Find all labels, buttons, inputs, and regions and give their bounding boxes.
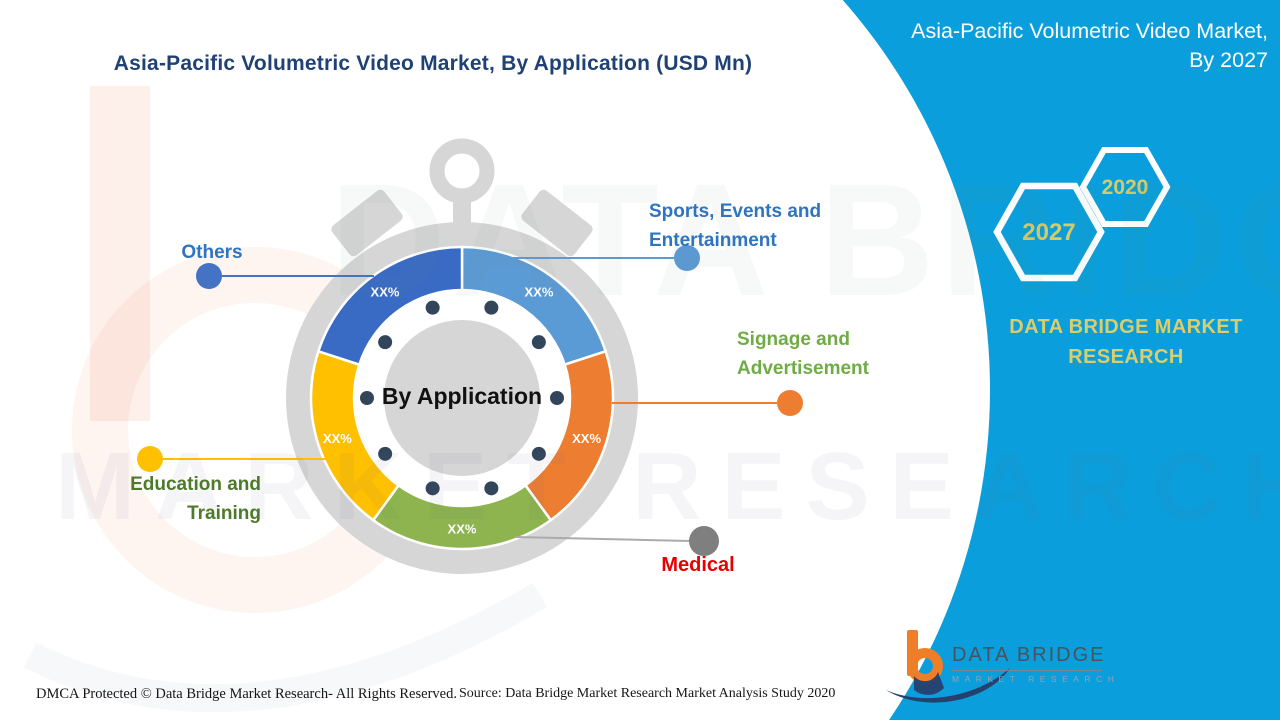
segment-value-label: XX% — [525, 285, 554, 300]
segment-value-label: XX% — [448, 522, 477, 537]
hexagon-2027-year: 2027 — [1022, 219, 1075, 246]
logo-brand-name: DATA BRIDGE — [952, 644, 1104, 671]
clock-dot — [484, 300, 499, 315]
databridge-logo-text: DATA BRIDGE MARKET RESEARCH — [952, 644, 1120, 684]
stopwatch-inner-gray-circle — [384, 320, 540, 476]
sports-callout-dot — [674, 245, 700, 271]
hexagon-2020-year: 2020 — [1102, 176, 1149, 199]
legend-label-others: Others — [181, 242, 243, 263]
education-callout-dot — [137, 446, 163, 472]
chart-center-label: By Application — [381, 383, 543, 409]
hexagon-2020 — [1079, 147, 1171, 227]
clock-dot — [378, 446, 393, 461]
clock-dot — [550, 391, 564, 405]
hexagon-2027 — [993, 182, 1105, 282]
legend-label-signage: Signage and Advertisement — [737, 329, 869, 379]
clock-dot — [531, 335, 546, 350]
segment-value-label: XX% — [371, 285, 400, 300]
logo-swoosh — [886, 668, 1010, 703]
logo-b-stem — [907, 630, 918, 676]
medical-callout-dot — [689, 526, 719, 556]
medical-callout-line — [514, 536, 691, 542]
clock-dot — [484, 481, 499, 496]
legend-label-medical: Medical — [661, 554, 735, 576]
page-title: Asia-Pacific Volumetric Video Market, By… — [113, 52, 753, 75]
clock-dot — [425, 481, 440, 496]
panel-title-line1: Asia-Pacific Volumetric Video Market, — [911, 19, 1268, 43]
callout-connectors — [137, 245, 803, 556]
stopwatch-right-button — [521, 189, 593, 257]
signage-callout-dot — [777, 390, 803, 416]
panel-title-line2: By 2027 — [1189, 48, 1268, 72]
watermark-b-stem — [90, 86, 150, 421]
clock-dot — [378, 335, 393, 350]
source-note: Source: Data Bridge Market Research Mark… — [459, 686, 836, 701]
donut-segment — [316, 245, 464, 367]
segment-value-label: XX% — [323, 431, 352, 446]
year-hexagons: 2027 2020 — [993, 147, 1171, 282]
brand-panel-text: DATA BRIDGE MARKET RESEARCH — [1009, 316, 1243, 368]
panel-title: Asia-Pacific Volumetric Video Market, By… — [840, 17, 1280, 75]
databridge-logo-icon — [886, 630, 1010, 703]
others-callout-dot — [196, 263, 222, 289]
clock-dot — [360, 391, 374, 405]
dmca-notice: DMCA Protected © Data Bridge Market Rese… — [36, 686, 457, 702]
watermark-swoosh — [23, 582, 548, 713]
legend-label-sports: Sports, Events and Entertainment — [649, 201, 822, 251]
legend-label-education: Education and Training — [130, 474, 261, 524]
clock-dot — [531, 446, 546, 461]
stopwatch-left-button — [331, 189, 403, 257]
donut-chart: XX% XX% XX% XX% XX% — [309, 245, 615, 551]
clock-dot — [425, 300, 440, 315]
logo-b-bowl-navy — [914, 672, 944, 695]
segment-value-label: XX% — [572, 431, 601, 446]
logo-brand-subtitle: MARKET RESEARCH — [952, 674, 1120, 684]
